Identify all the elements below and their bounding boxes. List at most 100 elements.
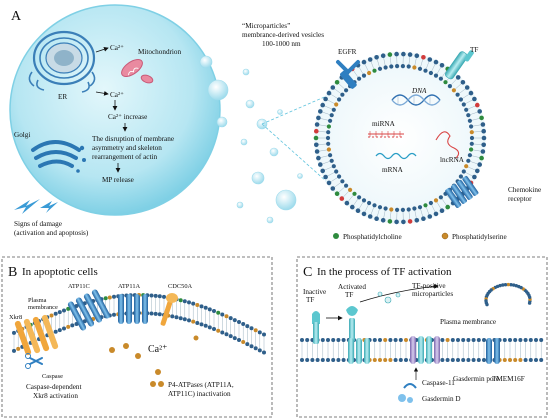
lipid-head (471, 338, 476, 342)
lipid-head (398, 338, 403, 342)
lipid-head (445, 338, 450, 342)
lipid-head (456, 338, 460, 342)
microparticle-body (314, 52, 486, 224)
lipid-head (433, 73, 439, 78)
lipid-head (377, 205, 383, 210)
lipid-head (509, 283, 513, 287)
lipid-tail (334, 88, 341, 94)
panel-b-frame (1, 256, 273, 418)
lipid-head (328, 153, 333, 158)
lipid-head (328, 118, 333, 123)
lipid-head (528, 358, 533, 362)
activated-tf-line-1: Activated (338, 283, 366, 291)
lipid-tail (334, 182, 341, 188)
lipid-head (481, 135, 487, 141)
lipid-head (334, 80, 340, 85)
lipid-head (433, 59, 439, 65)
lipid-head (320, 358, 325, 362)
lipid-head (372, 358, 377, 362)
lipid-head (323, 96, 328, 102)
mp-heading-line-2: membrance-derived vesicles (242, 31, 324, 39)
lipid-tail (441, 198, 447, 206)
lipid-head (228, 316, 233, 321)
lipid-tail (441, 70, 447, 78)
lipid-head (514, 284, 518, 288)
lipid-head (406, 64, 411, 69)
legend-ps-label: Phosphatidylserine (452, 233, 507, 241)
lipid-head (523, 338, 528, 342)
lipid-tail (459, 88, 466, 94)
lipid-head (216, 328, 221, 333)
lipid-head (481, 142, 487, 148)
lipid-tail (383, 57, 386, 66)
lipid-head (245, 324, 250, 329)
inactive-tf-protein (312, 311, 320, 344)
lipid-head (203, 323, 208, 328)
lipid-head (16, 346, 21, 351)
cdc50a-protein (160, 293, 178, 326)
lipid-head (513, 358, 518, 362)
lipid-head (103, 296, 108, 301)
lipid-head (461, 358, 466, 362)
lipid-head (427, 57, 433, 62)
lipid-head (149, 293, 154, 298)
lipid-tail (468, 105, 476, 110)
tf-positive-vesicles (377, 291, 401, 304)
p4-line-2: ATP11C) inactivation (168, 390, 231, 398)
lipid-head (344, 200, 350, 206)
lipid-head (400, 207, 405, 212)
lipid-head (447, 84, 452, 89)
lipid-tail (408, 211, 411, 220)
gasdermin-pore-label: Gasdermin pore (453, 375, 499, 383)
lipid-head (305, 358, 310, 362)
lipid-head (357, 195, 362, 200)
lipid-head (518, 358, 523, 362)
lipid-head (237, 320, 241, 324)
lipid-tail (436, 201, 442, 210)
lipid-head (331, 107, 336, 112)
lipid-tail (322, 111, 330, 115)
lipid-head (350, 204, 355, 210)
lipid-head (313, 135, 319, 141)
activated-tf-protein (346, 306, 358, 342)
lipid-head (326, 147, 331, 152)
p4-line-1: P4-ATPases (ATP11A, (168, 381, 234, 389)
lipid-head (512, 283, 516, 287)
lipid-head (472, 96, 477, 102)
lipid-head (445, 204, 451, 210)
lipid-head (253, 328, 258, 333)
lncrna-label: lncRNA (440, 156, 465, 164)
lipid-head (207, 325, 212, 330)
lipid-head (331, 358, 336, 362)
lipid-head (508, 358, 512, 362)
lipid-head (357, 76, 362, 81)
lipid-head (203, 305, 208, 310)
lipid-tail (389, 56, 392, 65)
lipid-head (326, 90, 332, 96)
lipid-head (383, 358, 388, 362)
lipid-head (57, 328, 62, 333)
lipid-head (314, 128, 319, 134)
lipid-head (329, 158, 334, 163)
lipid-head (480, 149, 486, 154)
lipid-head (513, 338, 518, 342)
lipid-head (480, 122, 486, 127)
lipid-head (464, 164, 469, 169)
lipid-tail (468, 166, 476, 171)
lipid-head (421, 55, 426, 60)
lipid-head (334, 191, 340, 196)
mrna-label: mRNA (382, 166, 404, 174)
legend-pc-label: Phosphatidylcholine (343, 233, 402, 241)
panel-a-letter: A (11, 9, 22, 24)
lipid-tail (465, 172, 473, 177)
ca-mid-label: Ca²⁺ (110, 91, 124, 99)
egfr-label: EGFR (338, 48, 357, 56)
plasma-line-2: membrance (28, 304, 58, 311)
lipid-head (501, 283, 505, 287)
lipid-head (326, 130, 331, 135)
lipid-head (340, 179, 345, 184)
lipid-head (534, 358, 538, 362)
lipid-head (439, 63, 445, 68)
lipid-tail (408, 56, 411, 65)
lipid-tail (320, 118, 329, 121)
